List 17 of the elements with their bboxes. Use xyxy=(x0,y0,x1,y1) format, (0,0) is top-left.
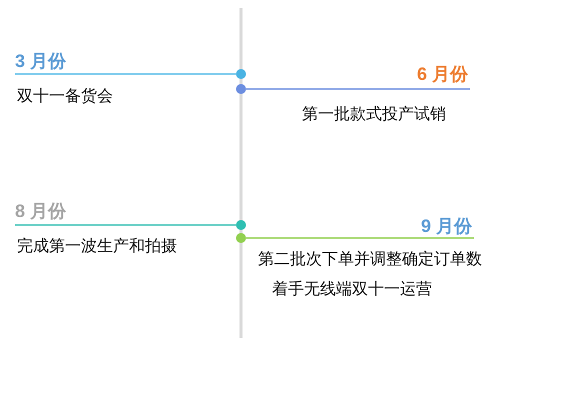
timeline-dot xyxy=(236,220,246,230)
month-heading: 9 月份 xyxy=(420,215,472,237)
month-heading: 3 月份 xyxy=(15,50,66,72)
timeline-dot xyxy=(236,84,246,94)
connector-line xyxy=(15,224,236,226)
month-heading: 6 月份 xyxy=(416,63,468,85)
event-description: 完成第一波生产和拍摄 xyxy=(17,236,177,256)
month-heading: 8 月份 xyxy=(15,200,66,222)
event-description: 第一批款式投产试销 xyxy=(302,104,446,124)
timeline-dot xyxy=(236,233,246,243)
event-description: 第二批次下单并调整确定订单数 xyxy=(258,249,482,269)
connector-line xyxy=(15,73,236,75)
event-description: 着手无线端双十一运营 xyxy=(272,279,432,299)
connector-line xyxy=(246,237,474,239)
timeline-dot xyxy=(236,69,246,79)
connector-line xyxy=(246,88,470,90)
event-description: 双十一备货会 xyxy=(17,86,113,106)
